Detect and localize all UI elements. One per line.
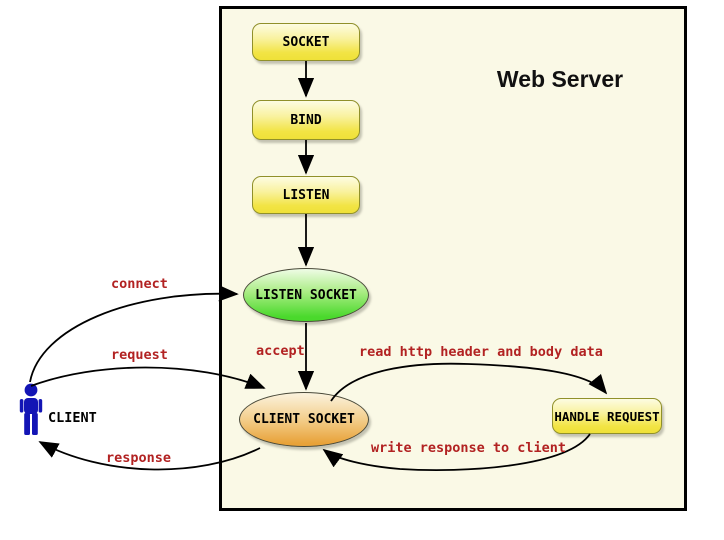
edge-label-request: request: [111, 347, 168, 363]
edge-label-accept: accept: [256, 343, 305, 359]
node-bind: BIND: [252, 100, 360, 140]
edge-label-response: response: [106, 450, 172, 466]
node-handle-request: HANDLE REQUEST: [552, 398, 662, 434]
node-client-socket: CLIENT SOCKET: [239, 392, 369, 447]
arrow-connect: [29, 285, 239, 383]
node-listen: LISTEN: [252, 176, 360, 214]
client-actor-label: CLIENT: [48, 410, 97, 426]
node-listen-socket: LISTEN SOCKET: [243, 268, 369, 322]
client-person-icon: [19, 383, 43, 435]
edge-label-write-response: write response to client: [371, 440, 567, 456]
edge-label-read-http: read http header and body data: [359, 344, 603, 360]
edge-label-connect: connect: [111, 276, 168, 292]
node-socket: SOCKET: [252, 23, 360, 61]
web-server-title: Web Server: [496, 66, 624, 92]
